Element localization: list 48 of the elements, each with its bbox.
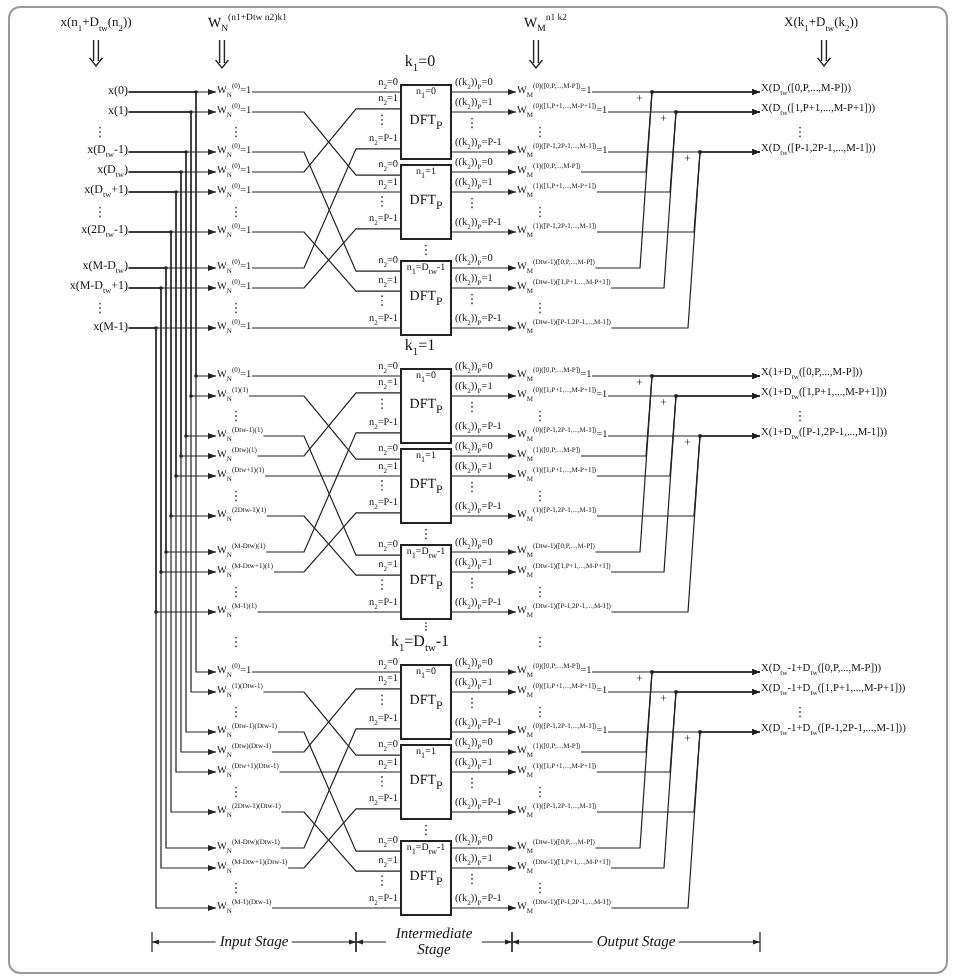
process-box — [400, 368, 452, 444]
arrow — [451, 393, 517, 399]
arrow — [451, 569, 517, 575]
arrow — [451, 865, 517, 871]
arrow — [451, 809, 517, 815]
arrow — [451, 549, 517, 555]
arrow — [451, 373, 517, 379]
arrow — [594, 89, 761, 269]
arrow — [610, 109, 761, 289]
arrow — [451, 325, 517, 331]
arrow — [451, 513, 517, 519]
section-heading: k$_{1}$=D$_{tw}$-1 — [390, 632, 450, 655]
arrow — [610, 149, 761, 329]
arrow — [451, 265, 517, 271]
arrow — [451, 285, 517, 291]
process-box — [400, 744, 452, 820]
arrow — [451, 669, 517, 675]
arrow — [451, 453, 517, 459]
arrow — [610, 433, 761, 613]
arrow — [451, 749, 517, 755]
section-heading: k$_{1}$=0 — [404, 52, 436, 75]
arrow — [451, 149, 517, 155]
process-box — [400, 664, 452, 740]
arrow — [451, 433, 517, 439]
process-box — [400, 260, 452, 336]
process-box — [400, 840, 452, 916]
arrow — [594, 373, 761, 553]
arrow — [451, 769, 517, 775]
arrow — [451, 845, 517, 851]
arrow — [451, 229, 517, 235]
arrow — [451, 905, 517, 911]
arrow — [451, 609, 517, 615]
arrow — [594, 669, 761, 849]
process-box — [400, 84, 452, 160]
arrow — [451, 169, 517, 175]
arrow — [451, 189, 517, 195]
arrow — [451, 109, 517, 115]
section-heading: k$_{1}$=1 — [404, 336, 436, 359]
process-box — [400, 448, 452, 524]
arrow — [451, 729, 517, 735]
process-box — [400, 164, 452, 240]
arrow — [451, 89, 517, 95]
arrow — [451, 473, 517, 479]
arrow — [610, 689, 761, 869]
process-box — [400, 544, 452, 620]
arrow — [610, 393, 761, 573]
arrow — [610, 729, 761, 909]
arrow — [451, 689, 517, 695]
